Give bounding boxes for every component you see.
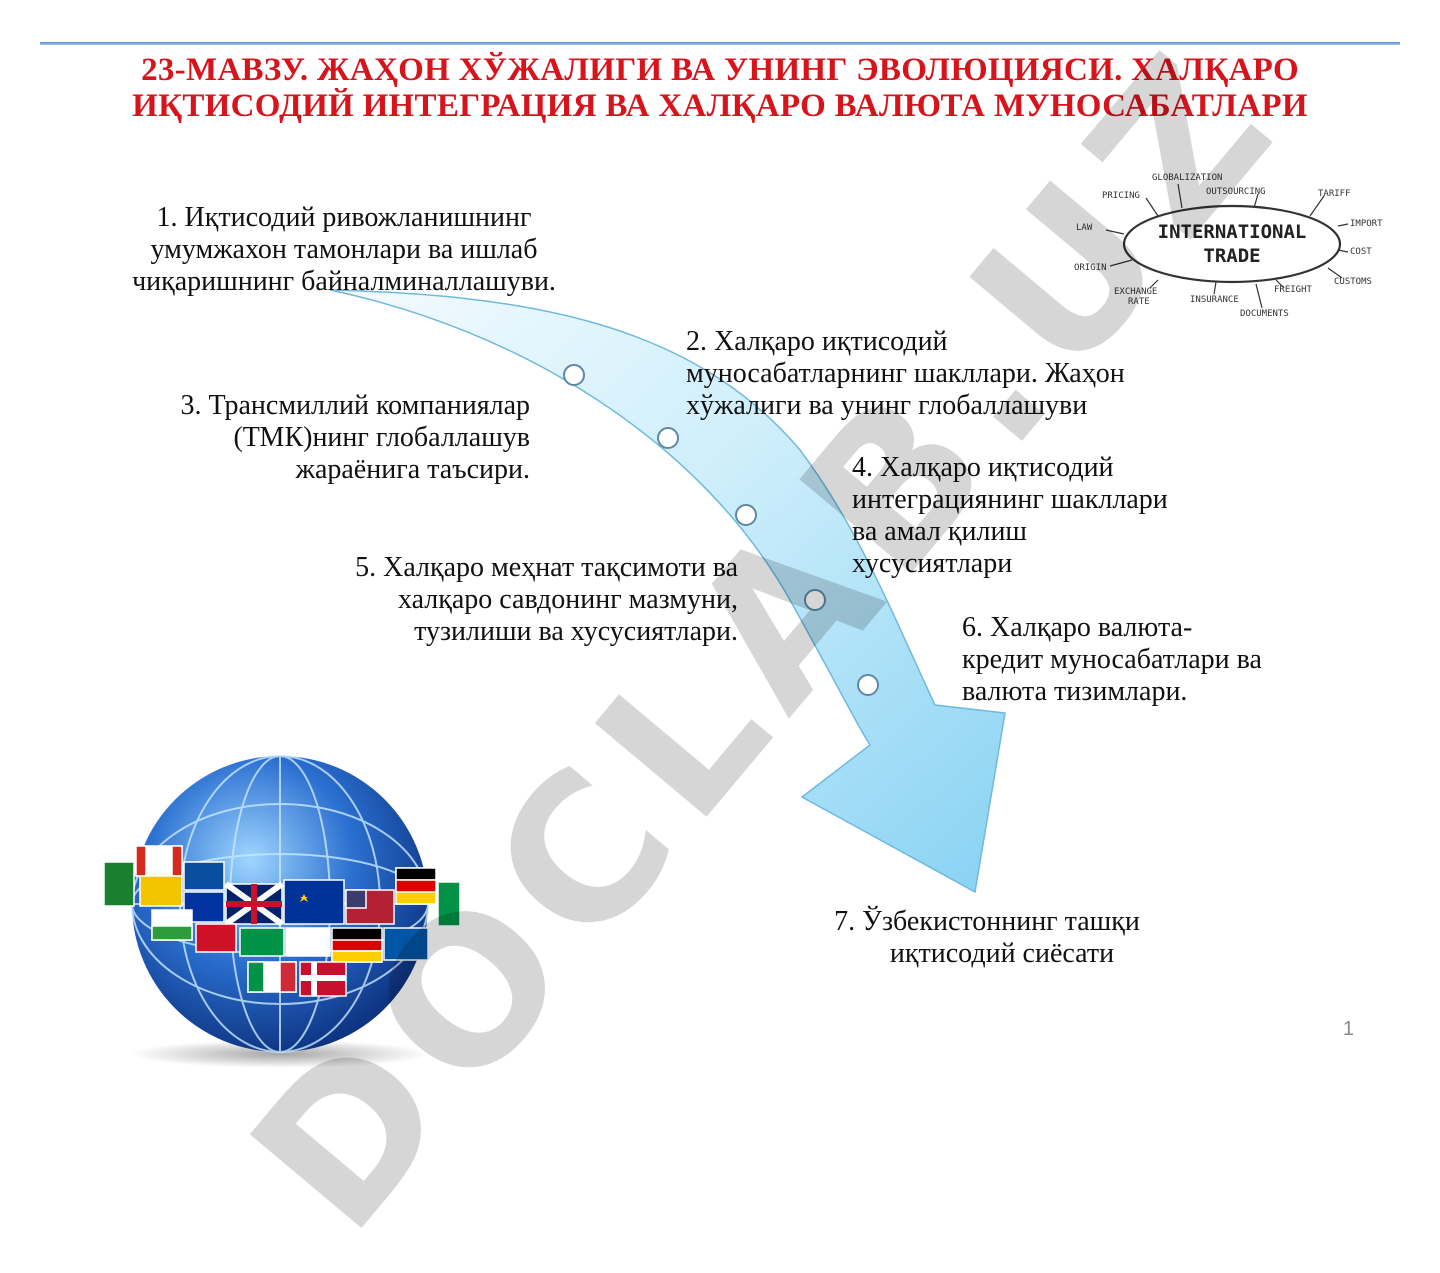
trade-word-outsourcing: OUTSOURCING <box>1206 187 1266 197</box>
flow-node-4 <box>804 589 826 611</box>
trade-center-line-2: TRADE <box>1203 245 1260 267</box>
title-line-1: 23-МАВЗУ. ЖАҲОН ХЎЖАЛИГИ ВА УНИНГ ЭВОЛЮЦ… <box>141 52 1299 88</box>
trade-word-exchange: EXCHANGE <box>1114 287 1157 297</box>
trade-word-tariff: TARIFF <box>1318 189 1351 199</box>
flow-node-3 <box>735 504 757 526</box>
topic-item-7: 7. Ўзбекистоннинг ташқи иқтисодий сиёсат… <box>834 906 1140 969</box>
trade-word-documents: DOCUMENTS <box>1240 309 1289 319</box>
page-number: 1 <box>1342 1018 1354 1040</box>
trade-center-line-1: INTERNATIONAL <box>1158 221 1307 243</box>
topic-item-2: 2. Халқаро иқтисодий муносабатларнинг ша… <box>686 326 1125 421</box>
trade-word-origin: ORIGIN <box>1074 263 1107 273</box>
topic-item-4: 4. Халқаро иқтисодий интеграциянинг шакл… <box>852 452 1168 579</box>
page-title: 23-МАВЗУ. ЖАҲОН ХЎЖАЛИГИ ВА УНИНГ ЭВОЛЮЦ… <box>40 52 1400 124</box>
trade-word-pricing: PRICING <box>1102 191 1140 201</box>
topic-item-6: 6. Халқаро валюта- кредит муносабатлари … <box>962 612 1262 707</box>
trade-word-cost: COST <box>1350 247 1372 257</box>
topic-item-5: 5. Халқаро меҳнат тақсимоти ва халқаро с… <box>355 552 738 647</box>
trade-word-freight: FREIGHT <box>1274 285 1313 295</box>
trade-word-law: LAW <box>1076 223 1093 233</box>
flow-arrow-shape <box>329 289 1006 894</box>
top-rule <box>40 42 1400 45</box>
title-line-2: ИҚТИСОДИЙ ИНТЕГРАЦИЯ ВА ХАЛҚАРО ВАЛЮТА М… <box>132 88 1308 124</box>
globe-flags-icon <box>103 755 461 1068</box>
topic-item-1: 1. Иқтисодий ривожланишнинг умумжахон та… <box>132 202 556 297</box>
curved-arrow-icon <box>329 289 1006 894</box>
trade-word-rate: RATE <box>1128 297 1150 307</box>
trade-word-customs: CUSTOMS <box>1334 277 1372 287</box>
flow-node-1 <box>563 364 585 386</box>
flow-node-2 <box>657 427 679 449</box>
trade-word-globalization: GLOBALIZATION <box>1152 173 1222 183</box>
flow-node-5 <box>857 674 879 696</box>
topic-item-3: 3. Трансмиллий компаниялар (ТМК)нинг гло… <box>180 390 530 485</box>
trade-word-insurance: INSURANCE <box>1190 295 1239 305</box>
international-trade-image: GLOBALIZATION PRICING OUTSOURCING TARIFF… <box>1074 173 1383 319</box>
trade-word-import: IMPORT <box>1350 219 1383 229</box>
